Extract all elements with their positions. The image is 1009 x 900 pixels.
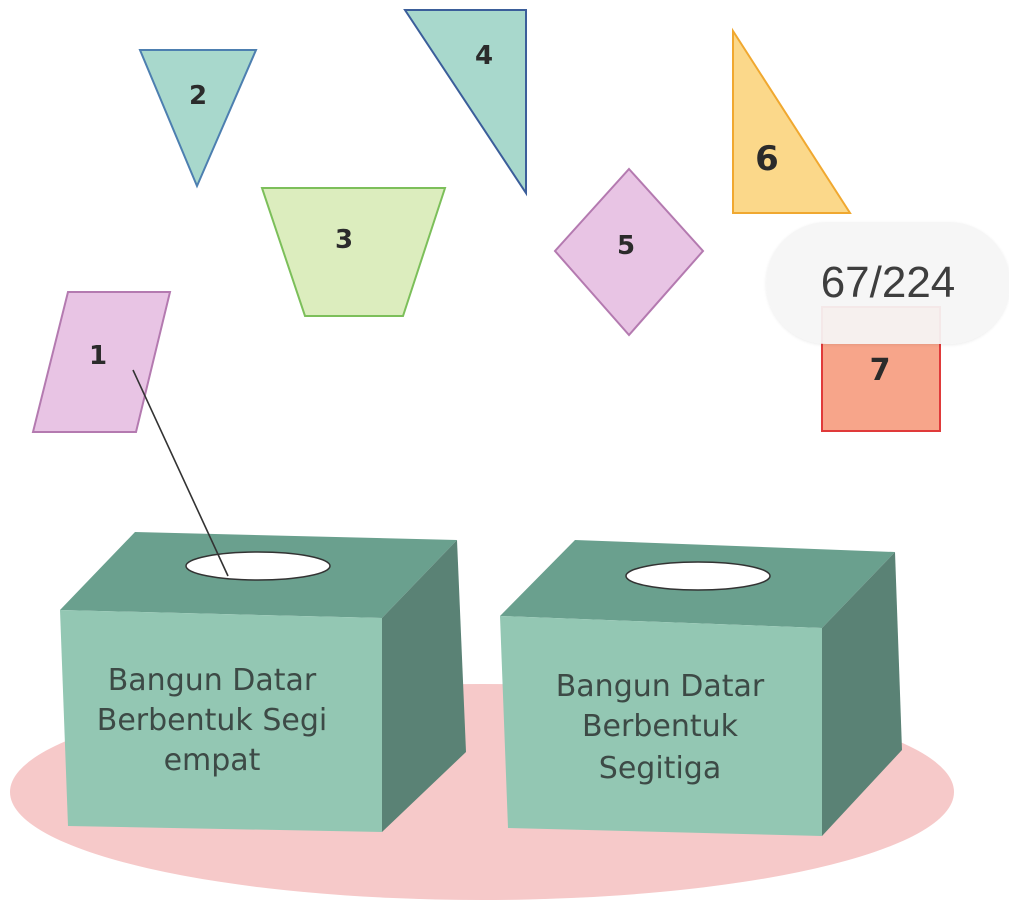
box-2-front [500,616,822,836]
box-1-label-line-1: Bangun Datar [108,663,317,698]
shape-2-number: 2 [189,81,207,111]
shape-4-number: 4 [475,41,493,71]
box-1-slot [185,551,331,581]
box-triangle: Bangun Datar Berbentuk Segitiga [500,540,902,836]
box-2-label-line-2: Berbentuk [582,709,739,744]
shape-3-number: 3 [335,225,353,255]
page-indicator: 67/224 [766,222,1009,344]
shape-4-triangle: 4 [403,9,527,197]
shape-5-number: 5 [617,231,635,261]
box-2-label-line-1: Bangun Datar [556,669,765,704]
shape-1-number: 1 [89,341,107,371]
box-1-front [60,610,382,832]
shape-6-triangle: 6 [732,27,852,214]
box-1-label-line-3: empat [164,743,261,778]
sorting-line [132,369,229,577]
box-2-label-line-3: Segitiga [599,751,721,786]
shape-2-triangle: 2 [138,49,258,189]
shape-3-trapezoid: 3 [260,187,447,317]
box-1-side [382,540,466,832]
shape-5-rhombus: 5 [553,167,705,337]
shape-1-parallelogram: 1 [31,291,172,433]
box-2-slot [625,561,771,591]
box-2-side [822,552,902,836]
shape-7-number: 7 [870,353,891,388]
shape-6-number: 6 [755,139,779,179]
box-quadrilateral: Bangun Datar Berbentuk Segi empat [60,532,466,832]
box-1-label-line-2: Berbentuk Segi [97,703,327,738]
